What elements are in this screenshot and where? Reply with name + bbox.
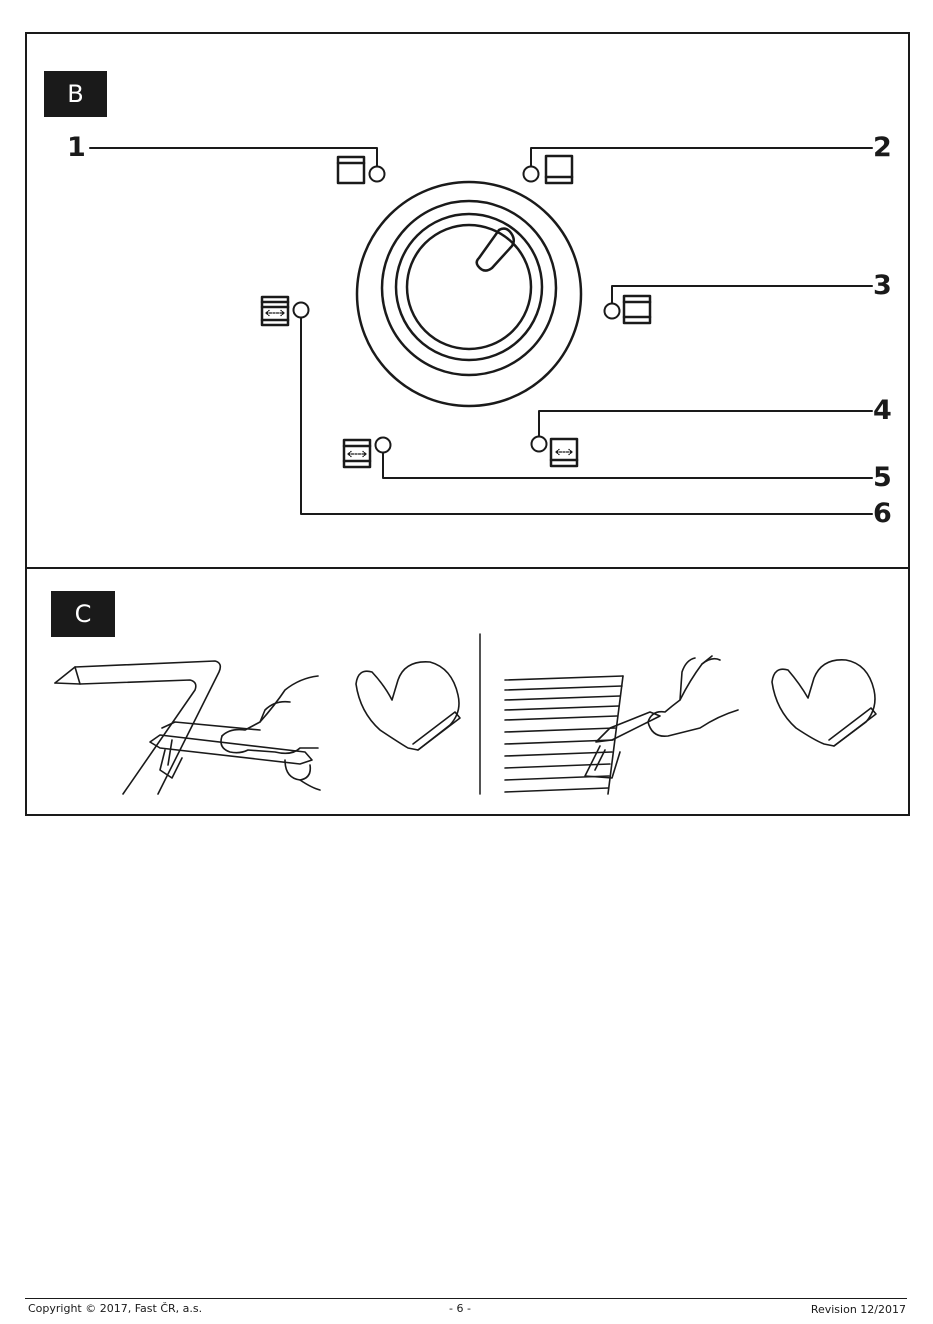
callout-number-1: 1 bbox=[67, 134, 86, 161]
upper-heat-icon bbox=[338, 157, 364, 183]
callout-number-6: 6 bbox=[873, 500, 892, 527]
callout-number-3: 3 bbox=[873, 272, 892, 299]
callout-line-1 bbox=[90, 148, 377, 166]
callout-line-6 bbox=[301, 318, 872, 514]
oven-mitt-icon bbox=[356, 662, 460, 750]
top-bottom-convection-icon bbox=[344, 440, 370, 467]
footer-rule bbox=[25, 1298, 907, 1299]
callout-line-5 bbox=[383, 453, 872, 478]
footer-revision: Revision 12/2017 bbox=[811, 1303, 906, 1316]
position-2-marker bbox=[524, 167, 539, 182]
grill-convection-icon bbox=[262, 297, 288, 325]
callout-number-2: 2 bbox=[873, 134, 892, 161]
lower-heat-icon bbox=[546, 156, 572, 183]
position-6-marker bbox=[294, 303, 309, 318]
top-bottom-heat-icon bbox=[624, 296, 650, 323]
lower-convection-icon bbox=[551, 439, 577, 466]
callout-line-4 bbox=[539, 411, 872, 436]
position-1-marker bbox=[370, 167, 385, 182]
position-3-marker bbox=[605, 304, 620, 319]
footer-copyright: Copyright © 2017, Fast ČR, a.s. bbox=[28, 1302, 202, 1315]
callout-number-5: 5 bbox=[873, 464, 892, 491]
control-knob bbox=[357, 182, 581, 406]
tray-with-holder-illustration bbox=[55, 661, 320, 794]
position-5-marker bbox=[376, 438, 391, 453]
oven-mitt-icon-2 bbox=[772, 660, 876, 746]
callout-line-2 bbox=[531, 148, 872, 166]
grate-with-holder-illustration bbox=[505, 656, 738, 794]
position-4-marker bbox=[532, 437, 547, 452]
callout-number-4: 4 bbox=[873, 397, 892, 424]
footer-page-number: - 6 - bbox=[449, 1302, 471, 1315]
